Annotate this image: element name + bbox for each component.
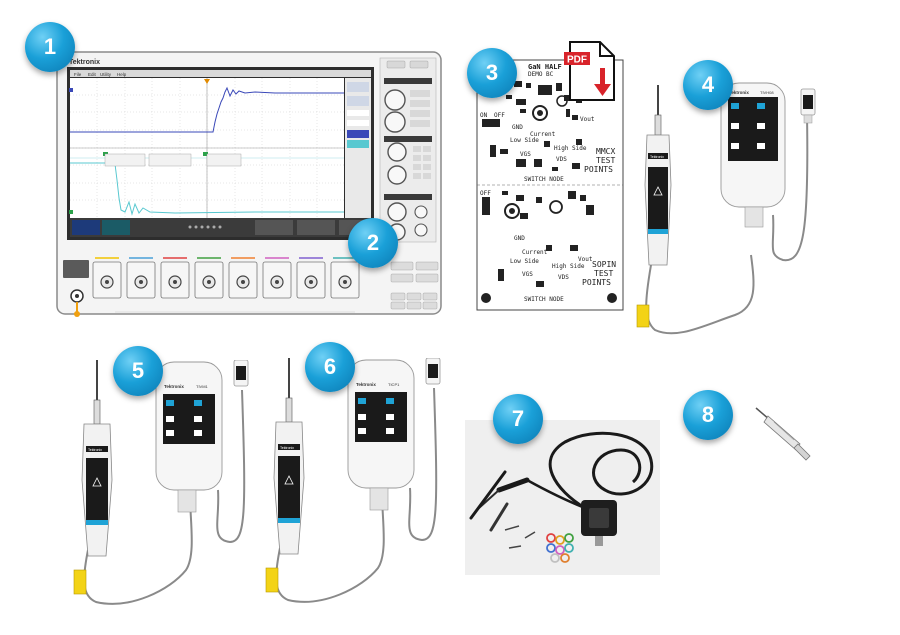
- vertical-position-knob[interactable]: [387, 142, 407, 162]
- badge-2: 2: [348, 218, 398, 268]
- tip-brand-5: Tektronix: [88, 448, 102, 452]
- probe-tip-adapter: [740, 392, 830, 472]
- box-model-5: TIVM1: [196, 384, 209, 389]
- probe-tivh08: Tektronix Tektronix TIVH08: [625, 75, 835, 345]
- scope-menu-file[interactable]: File: [74, 72, 82, 77]
- board-title-line2: DEMO BC: [528, 71, 554, 78]
- pdf-icon[interactable]: PDF: [562, 38, 622, 108]
- badge-6: 6: [305, 342, 355, 392]
- label-low-side: Low Side: [510, 137, 539, 144]
- tip-brand-4: Tektronix: [650, 155, 664, 159]
- section-points-1: POINTS: [584, 165, 613, 174]
- label-low-side-2: Low Side: [510, 258, 539, 265]
- label-gnd-2: GND: [514, 235, 525, 242]
- label-switch-node-1: SWITCH NODE: [524, 176, 564, 183]
- run-stop-button[interactable]: [390, 261, 414, 271]
- label-gnd: GND: [512, 124, 523, 131]
- pdf-label: PDF: [567, 55, 587, 66]
- scope-brand: Tektronix: [69, 59, 100, 66]
- label-high-side-2: High Side: [552, 263, 585, 270]
- label-vds: VDS: [556, 156, 567, 163]
- box-model-4: TIVH08: [760, 90, 774, 95]
- label-on: ON: [480, 112, 488, 119]
- scope-menu-utility[interactable]: Utility: [100, 72, 112, 77]
- box-brand-6: Tektronix: [356, 382, 376, 387]
- probe-tivm1: Tektronix Tektronix TIVM1: [60, 359, 260, 610]
- label-vgs-2: VGS: [522, 271, 533, 278]
- label-current: Current: [530, 131, 556, 138]
- box-brand-4: Tektronix: [729, 90, 749, 95]
- badge-7: 7: [493, 394, 543, 444]
- badge-5: 5: [113, 346, 163, 396]
- probe-ticp1: Tektronix Tektronix TICP1: [252, 357, 452, 608]
- section-points-2: POINTS: [582, 278, 611, 287]
- label-off: OFF: [494, 112, 505, 119]
- section-sopin: SOPIN: [592, 260, 616, 269]
- badge-8: 8: [683, 390, 733, 440]
- scope-menu-help[interactable]: Help: [117, 72, 127, 77]
- demo-board: GaN HALF DEMO BC ON OFF GND Current Vout…: [476, 55, 626, 313]
- label-vds-2: VDS: [558, 274, 569, 281]
- board-title-line1: GaN HALF: [528, 63, 562, 71]
- badge-3: 3: [467, 48, 517, 98]
- oscilloscope: Tektronix File Edit Utility Help: [55, 50, 445, 320]
- label-switch-node-2: SWITCH NODE: [524, 296, 564, 303]
- label-vgs: VGS: [520, 151, 531, 158]
- channel-inputs: [92, 257, 360, 299]
- label-high-side: High Side: [554, 145, 587, 152]
- section-test-1: TEST: [596, 156, 615, 165]
- box-brand-5: Tektronix: [164, 384, 184, 389]
- single-button[interactable]: [415, 261, 439, 271]
- label-vout-2: Vout: [578, 256, 593, 263]
- label-off-2: OFF: [480, 190, 491, 197]
- horizontal-position-knob[interactable]: [387, 202, 407, 222]
- multipurpose-knob-a[interactable]: [384, 89, 406, 111]
- box-model-6: TICP1: [388, 382, 400, 387]
- passive-probe-kit: [465, 420, 660, 575]
- label-current-2: Current: [522, 249, 548, 256]
- vertical-scale-knob[interactable]: [387, 165, 407, 185]
- scope-menu-edit[interactable]: Edit: [88, 72, 97, 77]
- badge-4: 4: [683, 60, 733, 110]
- section-mmcx: MMCX: [596, 147, 615, 156]
- multipurpose-knob-b[interactable]: [384, 111, 406, 133]
- badge-1: 1: [25, 22, 75, 72]
- label-vout: Vout: [580, 116, 595, 123]
- section-test-2: TEST: [594, 269, 613, 278]
- tip-brand-6: Tektronix: [280, 446, 294, 450]
